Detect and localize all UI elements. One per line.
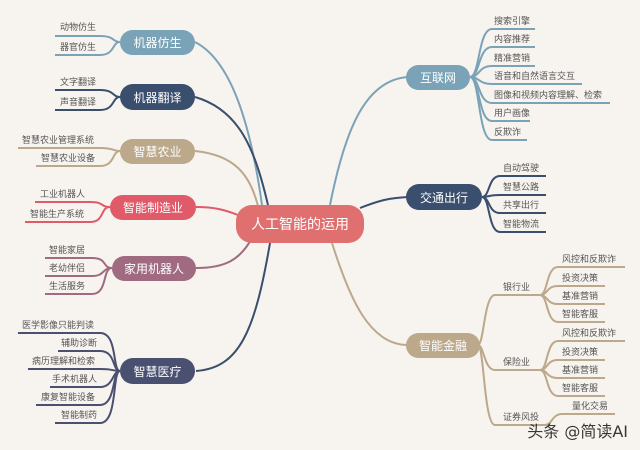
branch-medical[interactable]: 智慧医疗 [120, 358, 195, 384]
branch-translation[interactable]: 机器翻译 [120, 84, 195, 110]
leaf-medical-0: 医学影像只能判读 [22, 321, 95, 331]
branch-bionics[interactable]: 机器仿生 [120, 30, 195, 55]
leaf-insurance-2: 基准营销 [562, 366, 599, 376]
root-node[interactable]: 人工智能的运用 [236, 205, 364, 243]
leaf-bionics-0: 动物仿生 [60, 23, 97, 33]
leaf-transport-1: 智慧公路 [503, 183, 540, 193]
leaf-banking-0: 风控和反欺诈 [562, 255, 617, 265]
leaf-banking-3: 智能客服 [562, 310, 599, 320]
branch-manufacturing-label: 智能制造业 [122, 201, 183, 215]
leaf-transport-3: 智能物流 [503, 220, 540, 230]
leaf-banking-2: 基准营销 [562, 292, 599, 302]
branch-finance[interactable]: 智能金融 [406, 333, 480, 358]
leaf-home-robot-1: 老幼伴侣 [49, 264, 86, 274]
branch-internet-label: 互联网 [419, 71, 456, 85]
leaf-insurance-0: 风控和反欺诈 [562, 329, 617, 339]
leaf-transport-2: 共享出行 [503, 201, 540, 211]
leaf-banking-1: 投资决策 [562, 274, 599, 284]
branch-translation-label: 机器翻译 [133, 90, 182, 105]
finance-insurance-label: 保险业 [503, 358, 531, 368]
leaf-insurance-3: 智能客服 [562, 384, 599, 394]
leaf-internet-4: 图像和视频内容理解、检索 [494, 91, 603, 101]
branch-transport-label: 交通出行 [419, 190, 468, 205]
leaf-home-robot-2: 生活服务 [49, 282, 86, 292]
leaf-medical-2: 病历理解和检索 [32, 357, 96, 367]
finance-securities-label: 证券风投 [503, 413, 540, 423]
leaf-translation-0: 文字翻译 [60, 78, 97, 88]
leaf-internet-0: 搜索引擎 [494, 17, 531, 27]
leaf-bionics-1: 器官仿生 [60, 43, 97, 53]
leaf-medical-3: 手术机器人 [52, 375, 98, 385]
leaf-insurance-1: 投资决策 [562, 348, 599, 358]
branch-medical-label: 智慧医疗 [133, 364, 182, 379]
watermark: 头条 @简读AI [527, 422, 628, 441]
branch-internet[interactable]: 互联网 [406, 65, 470, 90]
leaf-medical-1: 辅助诊断 [61, 339, 98, 349]
finance-banking-label: 银行业 [503, 283, 531, 293]
root-label: 人工智能的运用 [251, 217, 349, 233]
leaf-manufacturing-1: 智能生产系统 [30, 210, 85, 220]
leaf-medical-5: 智能制药 [61, 411, 98, 421]
branch-manufacturing[interactable]: 智能制造业 [110, 195, 196, 220]
leaf-medical-4: 康复智能设备 [41, 393, 96, 403]
leaf-agriculture-0: 智慧农业管理系统 [22, 136, 95, 146]
leaf-internet-5: 用户画像 [494, 109, 531, 119]
leaf-home-robot-0: 智能家居 [49, 246, 86, 256]
branch-agriculture[interactable]: 智慧农业 [120, 139, 195, 164]
leaf-translation-1: 声音翻译 [60, 98, 97, 108]
branch-agriculture-label: 智慧农业 [133, 145, 182, 159]
leaf-internet-2: 精准营销 [494, 54, 531, 64]
leaf-internet-1: 内容推荐 [494, 35, 531, 45]
branch-finance-label: 智能金融 [418, 339, 467, 353]
leaf-agriculture-1: 智慧农业设备 [41, 154, 96, 164]
branch-transport[interactable]: 交通出行 [406, 184, 482, 210]
leaf-securities-0: 量化交易 [572, 402, 609, 412]
leaf-internet-3: 语音和自然语言交互 [494, 72, 576, 82]
branch-home-robot[interactable]: 家用机器人 [112, 256, 196, 281]
branch-bionics-label: 机器仿生 [133, 36, 182, 50]
leaf-manufacturing-0: 工业机器人 [40, 190, 86, 200]
leaf-internet-6: 反欺诈 [494, 128, 522, 138]
branch-home-robot-label: 家用机器人 [123, 262, 184, 276]
leaf-transport-0: 自动驾驶 [503, 164, 540, 174]
